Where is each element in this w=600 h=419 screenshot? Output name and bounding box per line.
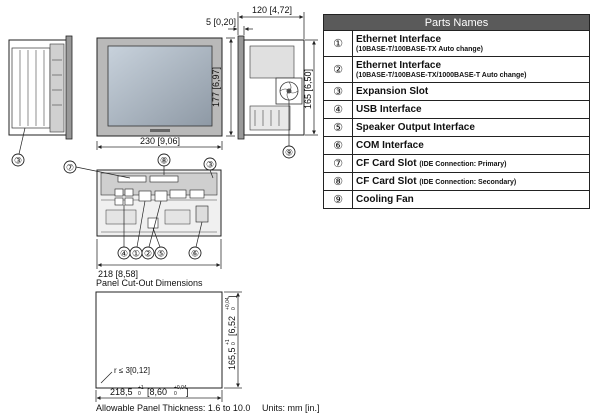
table-row: ① Ethernet Interface(10BASE-T/100BASE-TX… <box>323 30 590 57</box>
callout-2-label: ② <box>144 249 152 259</box>
part-number: ⑤ <box>323 118 353 137</box>
table-row: ③ Expansion Slot <box>323 82 590 101</box>
part-number: ⑦ <box>323 154 353 173</box>
parts-table-header: Parts Names <box>323 14 590 31</box>
part-name: Cooling Fan <box>352 190 590 209</box>
units-note: Units: mm [in.] <box>262 403 320 413</box>
table-row: ⑦ CF Card Slot (IDE Connection: Primary) <box>323 154 590 173</box>
cutout-height-inch: [6,52 <box>227 316 237 336</box>
part-name: USB Interface <box>352 100 590 119</box>
front-width-dim: 230 [9,06] <box>140 136 180 146</box>
table-row: ⑥ COM Interface <box>323 136 590 155</box>
cutout-title: Panel Cut-Out Dimensions <box>96 278 203 288</box>
table-row: ⑨ Cooling Fan <box>323 190 590 209</box>
cutout-height-inch-tol-lower: 0 <box>231 307 237 310</box>
callout-6-label: ⑥ <box>191 249 199 259</box>
side-depth-dim: 120 [4,72] <box>252 5 292 15</box>
part-name: Ethernet Interface <box>356 33 442 45</box>
bottom-width-dim: 218 [8,58] <box>98 269 138 279</box>
panel-thickness-note: Allowable Panel Thickness: 1.6 to 10.0 <box>96 403 250 413</box>
part-name: COM Interface <box>352 136 590 155</box>
cutout-height-tol-upper: +1 <box>225 339 231 345</box>
part-name: Ethernet Interface <box>356 59 442 71</box>
part-number: ⑥ <box>323 136 353 155</box>
table-row: ⑤ Speaker Output Interface <box>323 118 590 137</box>
cutout-width-inch: [8,60 <box>147 387 167 397</box>
parts-names-table: Parts Names ① Ethernet Interface(10BASE-… <box>323 14 590 209</box>
part-name: CF Card Slot <box>356 175 417 187</box>
bottom-view: 218 [8,58] ⑦ ⑧ ③ ④ ① ② ⑤ ⑥ <box>63 153 222 279</box>
cutout-width-dim: 218,5 <box>110 387 133 397</box>
right-side-view: 120 [4,72] 5 [0,20] 165 [6,50] ⑨ <box>206 5 318 159</box>
table-row: ⑧ CF Card Slot (IDE Connection: Secondar… <box>323 172 590 191</box>
part-subtitle: (10BASE-T/100BASE-TX Auto change) <box>356 45 483 53</box>
front-view: 230 [9,06] 177 [6,97] <box>96 37 235 150</box>
callout-3-left <box>11 153 25 167</box>
cutout-width-inch-tol-upper: +0,04 <box>174 385 187 391</box>
part-number: ② <box>323 56 353 83</box>
callout-8-label: ⑧ <box>160 156 168 166</box>
cutout-height-inch-tol-upper: +0,04 <box>225 297 231 310</box>
callout-3-left-label: ③ <box>14 156 22 166</box>
left-side-view: ③ <box>8 35 73 167</box>
cutout-radius-label: r ≤ 3[0,12] <box>114 366 150 375</box>
part-number: ⑧ <box>323 172 353 191</box>
part-name: CF Card Slot <box>356 157 417 169</box>
panel-cutout: Panel Cut-Out Dimensions r ≤ 3[0,12] 218… <box>95 278 250 413</box>
part-subtitle: (IDE Connection: Primary) <box>419 160 507 168</box>
cutout-width-tol-lower: 0 <box>138 391 141 397</box>
svg-text:]: ] <box>227 295 237 298</box>
cutout-height-dim: 165,5 <box>227 347 237 370</box>
part-name: Speaker Output Interface <box>352 118 590 137</box>
callout-9-label: ⑨ <box>285 148 293 158</box>
table-row: ② Ethernet Interface(10BASE-T/100BASE-TX… <box>323 56 590 83</box>
callout-3-bottom-label: ③ <box>206 160 214 170</box>
svg-text:]: ] <box>186 387 189 397</box>
callout-4-label: ④ <box>120 249 128 259</box>
cutout-height-tol-lower: 0 <box>231 342 237 345</box>
part-number: ③ <box>323 82 353 101</box>
front-height-dim: 177 [6,97] <box>211 67 221 107</box>
table-row: ④ USB Interface <box>323 100 590 119</box>
part-number: ④ <box>323 100 353 119</box>
callout-7-label: ⑦ <box>66 163 74 173</box>
part-number: ① <box>323 30 353 57</box>
part-subtitle: (IDE Connection: Secondary) <box>419 178 517 186</box>
part-name: Expansion Slot <box>352 82 590 101</box>
part-subtitle: (10BASE-T/100BASE-TX/1000BASE-T Auto cha… <box>356 71 527 79</box>
cutout-width-tol-upper: +1 <box>138 385 144 391</box>
callout-5-label: ⑤ <box>157 249 165 259</box>
callout-1-label: ① <box>132 249 140 259</box>
side-height-dim: 165 [6,50] <box>303 69 313 109</box>
part-number: ⑨ <box>323 190 353 209</box>
cutout-width-inch-tol-lower: 0 <box>174 391 177 397</box>
bezel-thickness-dim: 5 [0,20] <box>206 17 236 27</box>
